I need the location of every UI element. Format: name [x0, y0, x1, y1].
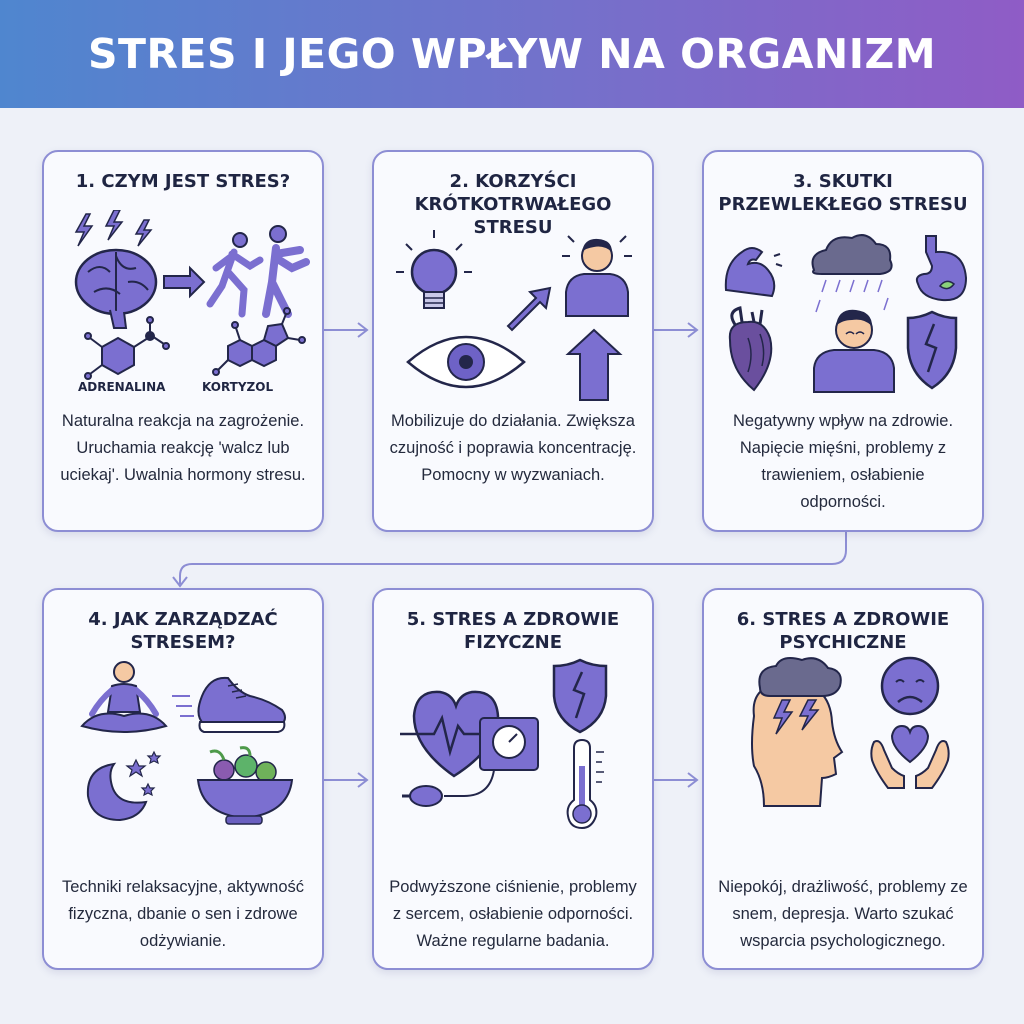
page-title: STRES I JEGO WPŁYW NA ORGANIZM — [87, 30, 937, 78]
card-title: 1. CZYM JEST STRES? — [75, 171, 291, 192]
chem-label-cortisol: KORTYZOL — [202, 380, 274, 394]
rain-cloud-icon — [811, 234, 893, 313]
flow-arrow-3-4 — [172, 530, 847, 588]
meditation-icon — [80, 661, 168, 733]
card-text: Mobilizuje do działania. Zwiększa czujno… — [389, 412, 637, 484]
sad-person-icon — [813, 309, 895, 393]
heart-pulse-icon — [400, 690, 500, 778]
card-title: 2. KORZYŚCI KRÓTKOTRWAŁEGO STRESU — [414, 171, 612, 238]
alert-person-icon — [562, 235, 632, 317]
card-title: 4. JAK ZARZĄDZAĆ STRESEM? — [88, 609, 278, 653]
sad-face-icon — [880, 656, 940, 716]
brain-icon — [74, 248, 158, 329]
card-6-illustrations — [751, 656, 950, 807]
card-text: Niepokój, drażliwość, problemy ze snem, … — [718, 878, 968, 950]
card-text: Podwyższone ciśnienie, problemy z sercem… — [389, 878, 637, 950]
lightning-icon — [74, 210, 153, 247]
card-what-is-stress: 1. CZYM JEST STRES? — [42, 150, 324, 532]
broken-shield-icon — [906, 310, 958, 390]
molecule-icon — [212, 307, 306, 376]
arrow-right-icon — [163, 265, 206, 299]
card-title: 5. STRES A ZDROWIE FIZYCZNE — [406, 609, 620, 653]
card-mental-health: 6. STRES A ZDROWIE PSYCHICZNE Niepokój, … — [702, 588, 984, 970]
salad-bowl-icon — [196, 746, 294, 825]
sneaker-icon — [172, 676, 286, 733]
card-2-illustrations — [396, 230, 632, 401]
stressed-head-icon — [751, 657, 844, 807]
arrow-up-icon — [565, 328, 623, 401]
card-3-illustrations — [724, 234, 968, 393]
card-text: Naturalna reakcja na zagrożenie. Urucham… — [60, 412, 306, 484]
flow-arrow-4-5 — [324, 772, 369, 788]
card-chronic-effects: 3. SKUTKI PRZEWLEKŁEGO STRESU — [702, 150, 984, 532]
flow-arrow-5-6 — [654, 772, 699, 788]
chem-label-adrenaline: ADRENALINA — [78, 380, 166, 394]
running-person-icon — [206, 232, 264, 318]
flow-arrow-2-3 — [654, 322, 699, 338]
card-short-term-benefits: 2. KORZYŚCI KRÓTKOTRWAŁEGO STRESU — [372, 150, 654, 532]
moon-stars-icon — [86, 750, 162, 822]
card-5-illustrations — [400, 658, 608, 830]
card-physical-health: 5. STRES A ZDROWIE FIZYCZNE Podwyższone … — [372, 588, 654, 970]
flow-arrow-1-2 — [324, 322, 369, 338]
card-text: Negatywny wpływ na zdrowie. Napięcie mię… — [732, 412, 954, 511]
card-stress-management: 4. JAK ZARZĄDZAĆ STRESEM? — [42, 588, 324, 970]
thermometer-icon — [566, 738, 604, 830]
fighting-person-icon — [262, 225, 310, 318]
heart-hands-icon — [870, 724, 950, 789]
trend-up-arrow-icon — [506, 286, 552, 332]
card-text: Techniki relaksacyjne, aktywność fizyczn… — [61, 878, 305, 950]
lightbulb-icon — [396, 230, 472, 309]
blood-pressure-monitor-icon — [402, 717, 539, 807]
heart-organ-icon — [728, 306, 773, 392]
card-1-illustrations — [74, 210, 310, 380]
card-4-illustrations — [80, 661, 294, 825]
eye-icon — [406, 335, 526, 389]
molecule-icon — [84, 316, 170, 380]
stomach-icon — [915, 235, 968, 302]
card-title: 3. SKUTKI PRZEWLEKŁEGO STRESU — [718, 171, 968, 215]
muscle-icon — [724, 247, 783, 298]
card-title: 6. STRES A ZDROWIE PSYCHICZNE — [736, 609, 950, 653]
header-banner: STRES I JEGO WPŁYW NA ORGANIZM — [0, 0, 1024, 108]
broken-shield-icon — [552, 658, 608, 734]
